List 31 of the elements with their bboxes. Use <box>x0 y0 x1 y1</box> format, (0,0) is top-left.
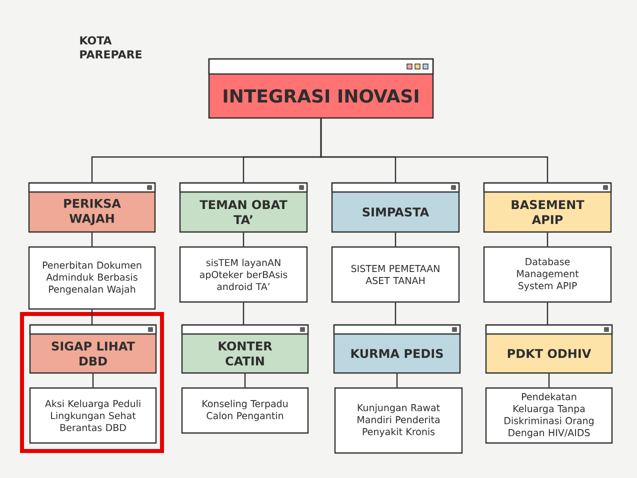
text-box: Konseling Terpadu Calon Pengantin <box>181 387 309 434</box>
connector-line <box>244 374 246 388</box>
text-box: sisTEM layanAN apOteker berBAsis android TA’ <box>179 246 308 303</box>
connector-line <box>320 118 548 182</box>
connector-line <box>91 310 93 324</box>
text-box: Kunjungan Rawat Mandiri Penderita Penyakit Kronis <box>334 387 463 454</box>
window-box: SIGAP LIHAT DBD <box>29 324 157 374</box>
connector-line <box>394 302 396 324</box>
window-box: INTEGRASI INOVASI <box>208 58 434 119</box>
connector-line <box>242 232 244 246</box>
window-box: KONTER CATIN <box>181 324 309 374</box>
connector-line <box>92 374 94 388</box>
text-box: Pendekatan Keluarga Tanpa Diskriminasi Orang Dengan HIV/AIDS <box>485 387 613 444</box>
window-box: KURMA PEDIS <box>333 324 461 374</box>
window-box: PERIKSA WAJAH <box>28 182 156 233</box>
connector-line <box>394 232 396 246</box>
connector-line <box>548 374 550 388</box>
connector-line <box>546 232 548 246</box>
window-box: BASEMENT APIP <box>483 182 612 233</box>
connector-line <box>91 232 93 246</box>
place-name: KOTA PAREPARE <box>80 36 142 58</box>
text-box: Database Management System APIP <box>483 246 612 303</box>
text-box: Penerbitan Dokumen Adminduk Berbasis Pengenalan Wajah <box>28 246 156 310</box>
text-box: Aksi Keluarga Peduli Lingkungan Sehat Berantas DBD <box>29 387 157 444</box>
window-box: PDKT ODHIV <box>485 324 613 374</box>
text-box: SISTEM PEMETAAN ASET TANAH <box>331 246 460 303</box>
window-box: SIMPASTA <box>331 182 460 233</box>
connector-line <box>546 302 548 324</box>
connector-line <box>396 374 398 388</box>
window-box: TEMAN OBAT TA’ <box>179 182 308 233</box>
connector-line <box>242 302 244 324</box>
